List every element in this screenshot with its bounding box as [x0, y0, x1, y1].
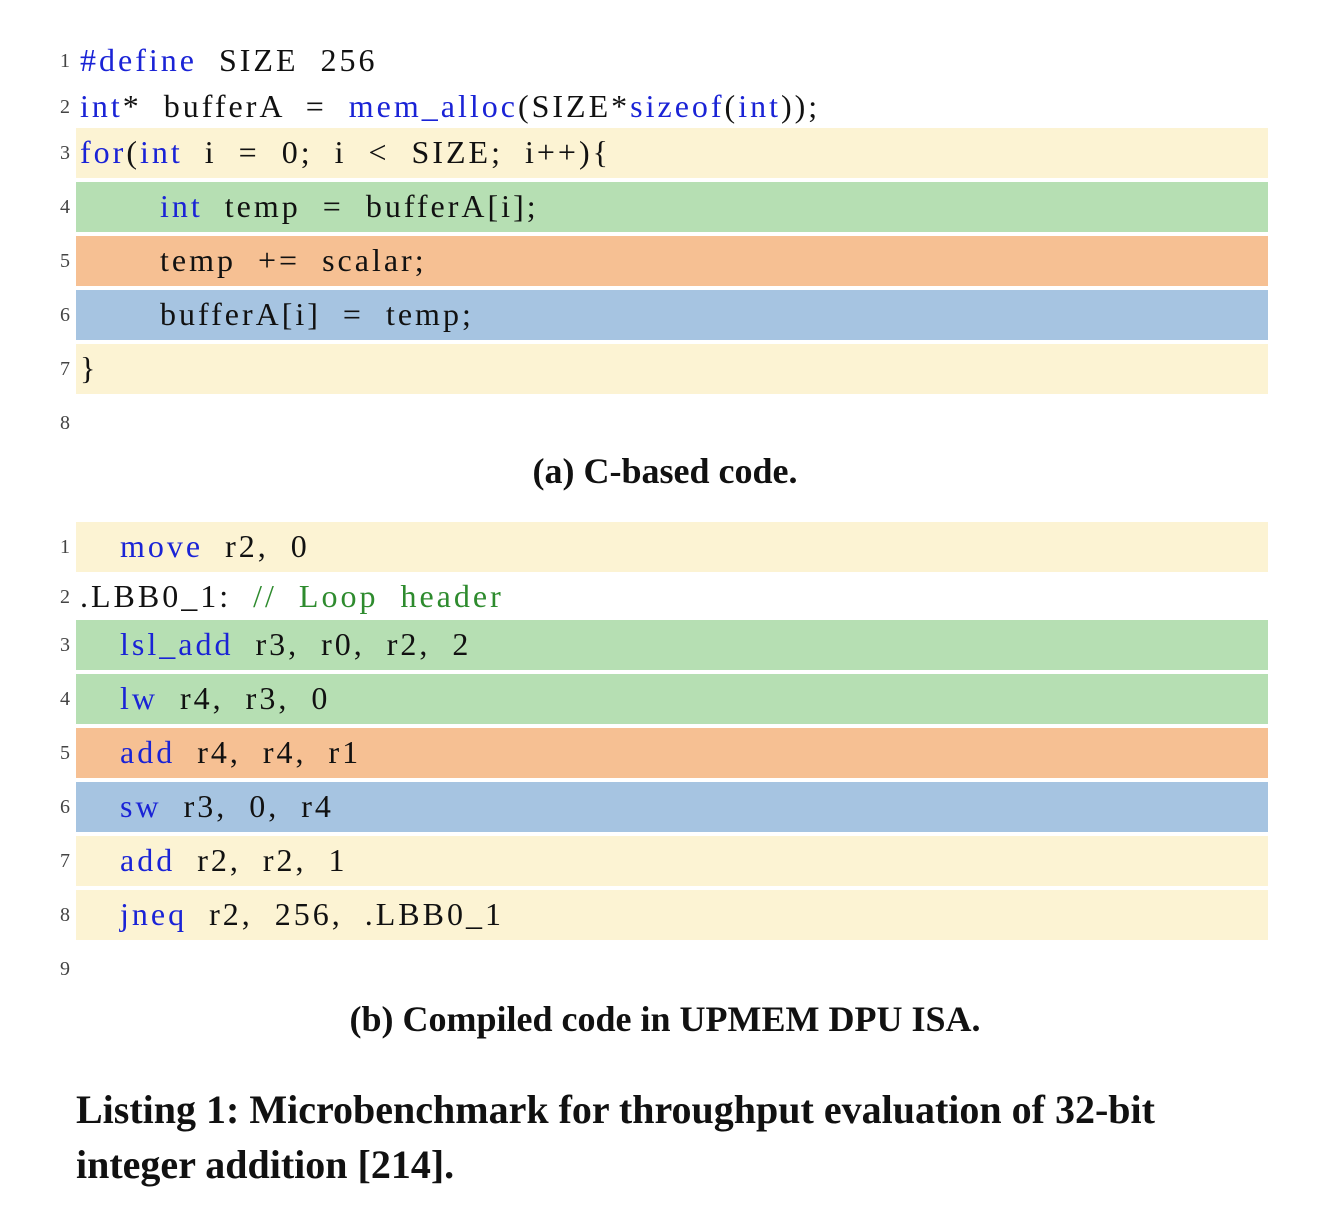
- listing-caption: Listing 1: Microbenchmark for throughput…: [76, 1087, 1155, 1187]
- caption-a: (a) C-based code.: [532, 451, 798, 491]
- keyword-token: int: [160, 188, 203, 224]
- code-text: sw r3, 0, r4: [120, 786, 334, 826]
- text-token: }: [80, 350, 99, 386]
- line-number: 6: [60, 304, 70, 326]
- line-number: 6: [60, 796, 70, 818]
- line-number: 2: [60, 586, 70, 608]
- code-line: 9: [0, 944, 1330, 994]
- highlight-band-green: [76, 674, 1268, 724]
- line-number: 2: [60, 96, 70, 118]
- text-token: r3, 0, r4: [161, 788, 334, 824]
- code-line: 6 sw r3, 0, r4: [0, 782, 1330, 832]
- keyword-token: int: [139, 134, 183, 170]
- code-text: .LBB0_1: // Loop header: [80, 576, 504, 616]
- code-line: 1 move r2, 0: [0, 522, 1330, 572]
- code-line: 8: [0, 398, 1330, 448]
- text-token: ));: [780, 88, 821, 124]
- code-text: for(int i = 0; i < SIZE; i++){: [80, 132, 611, 172]
- text-token: (: [126, 134, 140, 170]
- keyword-token: int: [738, 88, 781, 124]
- text-token: SIZE 256: [196, 42, 378, 78]
- line-number: 5: [60, 742, 70, 764]
- code-line: 3 lsl_add r3, r0, r2, 2: [0, 620, 1330, 670]
- code-line: 4 int temp = bufferA[i];: [0, 182, 1330, 232]
- line-number: 4: [60, 196, 70, 218]
- keyword-token: for: [80, 134, 127, 170]
- line-number: 1: [60, 536, 70, 558]
- highlight-band-yellow: [76, 836, 1268, 886]
- highlight-band-yellow: [76, 522, 1268, 572]
- line-number: 5: [60, 250, 70, 272]
- text-token: r2, 0: [203, 528, 310, 564]
- keyword-token: add: [120, 842, 176, 878]
- code-text: add r2, r2, 1: [120, 840, 348, 880]
- code-line: 4 lw r4, r3, 0: [0, 674, 1330, 724]
- text-token: i = 0; i < SIZE; i++){: [182, 134, 611, 170]
- line-number: 4: [60, 688, 70, 710]
- text-token: bufferA[i] = temp;: [160, 296, 474, 332]
- line-number: 8: [60, 904, 70, 926]
- code-text: bufferA[i] = temp;: [160, 294, 474, 334]
- code-line: 3 for(int i = 0; i < SIZE; i++){: [0, 128, 1330, 178]
- highlight-band-yellow: [76, 128, 1268, 178]
- keyword-token: int: [80, 88, 123, 124]
- text-token: .LBB0_1:: [80, 578, 254, 614]
- code-text: lsl_add r3, r0, r2, 2: [120, 624, 471, 664]
- highlight-band-blue: [76, 782, 1268, 832]
- keyword-token: jneq: [120, 896, 188, 932]
- code-line: 8 jneq r2, 256, .LBB0_1: [0, 890, 1330, 940]
- highlight-band-yellow: [76, 890, 1268, 940]
- code-text: }: [80, 348, 98, 388]
- keyword-token: #define: [80, 42, 197, 78]
- comment-token: // Loop header: [253, 578, 504, 614]
- text-token: temp = bufferA[i];: [202, 188, 539, 224]
- highlight-band-orange: [76, 728, 1268, 778]
- code-text: #define SIZE 256: [80, 40, 378, 80]
- highlight-band-blue: [76, 290, 1268, 340]
- code-text: lw r4, r3, 0: [120, 678, 330, 718]
- text-token: r2, 256, .LBB0_1: [187, 896, 504, 932]
- keyword-token: mem_alloc: [348, 88, 518, 124]
- code-line: 2 .LBB0_1: // Loop header: [0, 572, 1330, 622]
- text-token: r4, r4, r1: [175, 734, 362, 770]
- code-line: 5 add r4, r4, r1: [0, 728, 1330, 778]
- code-text: move r2, 0: [120, 526, 310, 566]
- line-number: 1: [60, 50, 70, 72]
- line-number: 7: [60, 850, 70, 872]
- text-token: r3, r0, r2, 2: [233, 626, 472, 662]
- keyword-token: sw: [120, 788, 162, 824]
- line-number: 3: [60, 142, 70, 164]
- code-line: 1 #define SIZE 256: [0, 36, 1330, 86]
- text-token: r4, r3, 0: [158, 680, 331, 716]
- highlight-band-yellow: [76, 344, 1268, 394]
- code-line: 5 temp += scalar;: [0, 236, 1330, 286]
- text-token: * bufferA =: [122, 88, 349, 124]
- highlight-band-green: [76, 182, 1268, 232]
- code-text: int* bufferA = mem_alloc(SIZE*sizeof(int…: [80, 86, 820, 126]
- text-token: (: [724, 88, 739, 124]
- code-text: temp += scalar;: [160, 240, 427, 280]
- code-text: jneq r2, 256, .LBB0_1: [120, 894, 504, 934]
- line-number: 8: [60, 412, 70, 434]
- text-token: (SIZE*: [517, 88, 631, 124]
- caption-b: (b) Compiled code in UPMEM DPU ISA.: [349, 999, 981, 1039]
- line-number: 3: [60, 634, 70, 656]
- keyword-token: lw: [120, 680, 158, 716]
- code-line: 7 add r2, r2, 1: [0, 836, 1330, 886]
- highlight-band-orange: [76, 236, 1268, 286]
- line-number: 7: [60, 358, 70, 380]
- highlight-band-green: [76, 620, 1268, 670]
- line-number: 9: [60, 958, 70, 980]
- keyword-token: lsl_add: [120, 626, 234, 662]
- text-token: r2, r2, 1: [175, 842, 348, 878]
- keyword-token: sizeof: [630, 88, 725, 124]
- code-line: 7}: [0, 344, 1330, 394]
- keyword-token: add: [120, 734, 176, 770]
- code-text: add r4, r4, r1: [120, 732, 361, 772]
- text-token: temp += scalar;: [160, 242, 427, 278]
- code-line: 6 bufferA[i] = temp;: [0, 290, 1330, 340]
- code-text: int temp = bufferA[i];: [160, 186, 539, 226]
- keyword-token: move: [120, 528, 204, 564]
